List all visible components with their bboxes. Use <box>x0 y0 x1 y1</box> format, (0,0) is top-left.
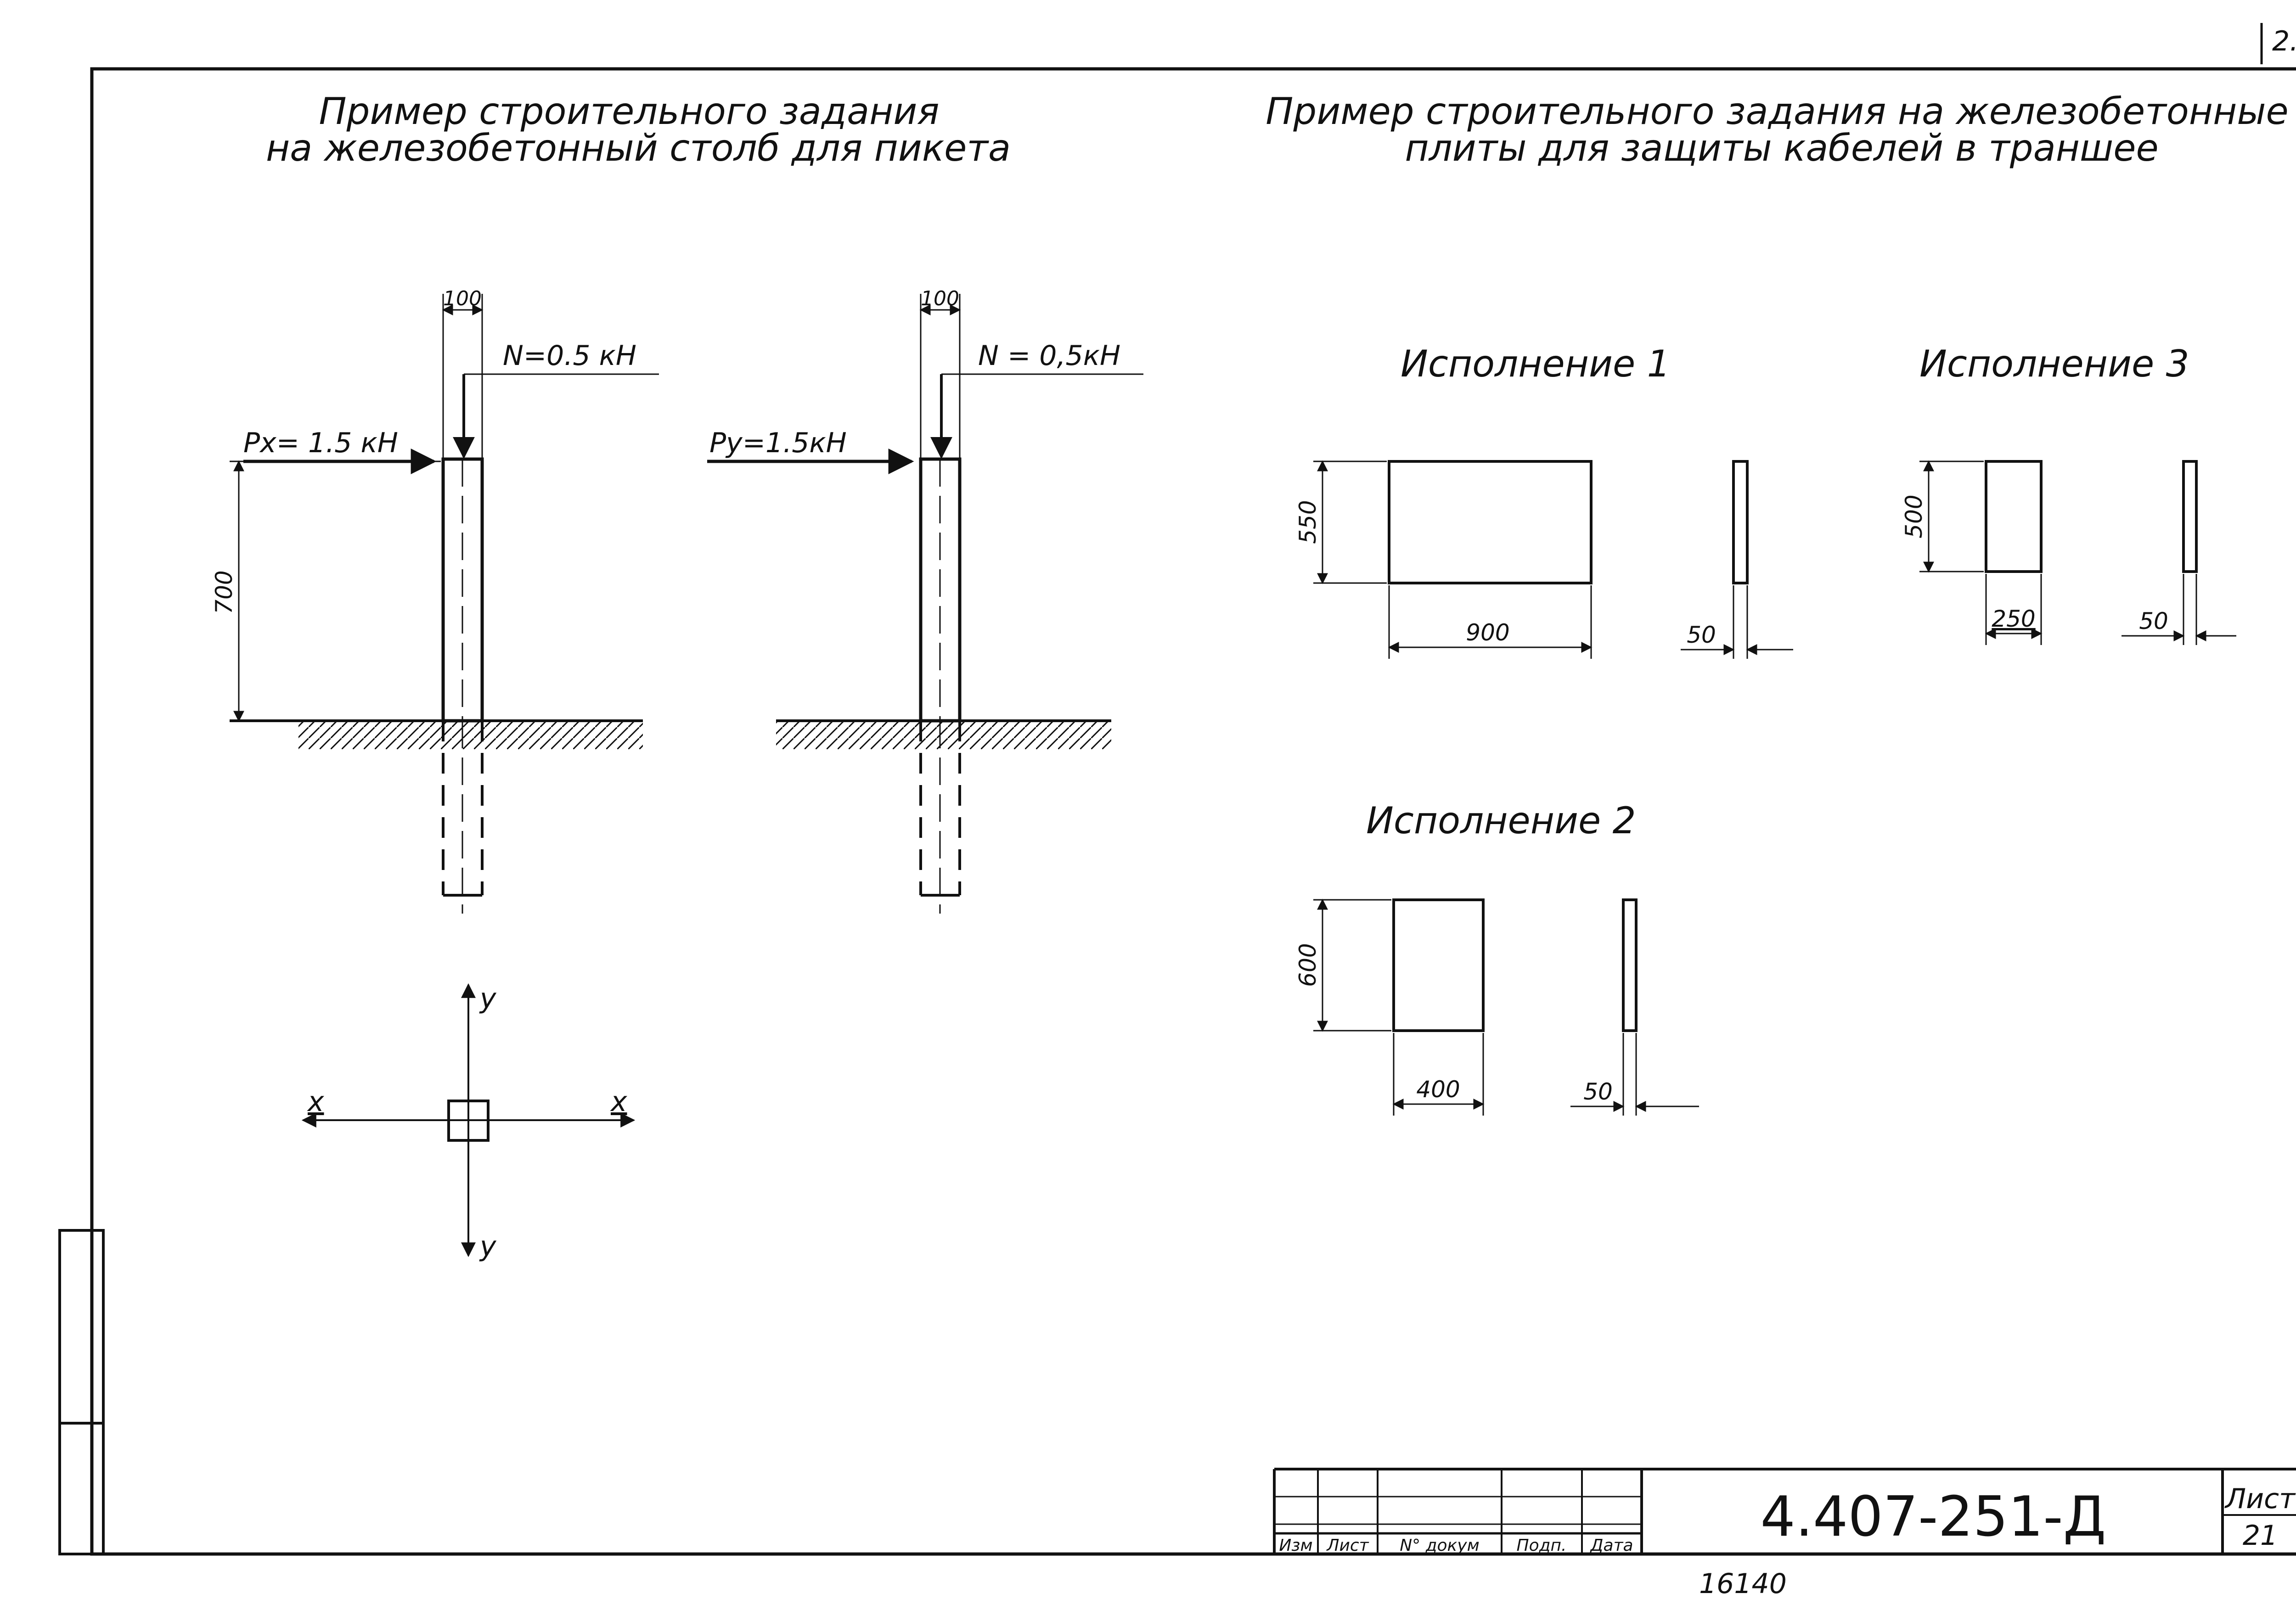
axis-y-bottom: y <box>479 1230 497 1262</box>
post-x-vertical-force: N=0.5 кН <box>503 340 636 372</box>
post-y-horizontal-force: Py=1.5кН <box>709 427 847 459</box>
post-y-diagram: 100 N = 0,5кН Py=1.5кН <box>707 287 1143 914</box>
variant-2-width-dim: 400 <box>1416 1076 1460 1103</box>
right-title: Пример строительного задания на железобе… <box>1266 90 2289 169</box>
axis-y-top: y <box>479 982 497 1015</box>
left-title-line-2: на железобетонный столб для пикета <box>266 127 1011 169</box>
corner-number: 2. <box>2272 25 2296 57</box>
variant-3-thickness-dim: 50 <box>2139 608 2168 634</box>
post-x-horizontal-force: Px= 1.5 кН <box>243 427 398 459</box>
post-x-height-dim: 700 <box>211 570 237 614</box>
right-title-line-2: плиты для защиты кабелей в траншее <box>1405 127 2158 169</box>
variant-3: Исполнение 3 500 250 50 <box>1901 342 2236 645</box>
variant-2-title: Исполнение 2 <box>1366 799 1636 842</box>
variant-1-title: Исполнение 1 <box>1401 342 1671 385</box>
variant-3-title: Исполнение 3 <box>1919 342 2189 385</box>
variant-2-thickness-dim: 50 <box>1583 1078 1613 1105</box>
left-title: Пример строительного задания на железобе… <box>266 90 1011 169</box>
title-block: Изм Лист N° докум Подп. Дата 4.407-251-Д… <box>1273 1468 2296 1600</box>
post-x-width-dim: 100 <box>443 287 482 310</box>
variant-3-height-dim: 500 <box>1901 494 1927 538</box>
stamp-col-doc-number: N° докум <box>1400 1536 1480 1555</box>
binding-strip <box>58 1229 105 1555</box>
post-y-vertical-force: N = 0,5кН <box>978 340 1120 372</box>
right-title-line-1: Пример строительного задания на железобе… <box>1266 90 2289 133</box>
axis-x-left: x <box>307 1086 324 1118</box>
variant-3-width-dim: 250 <box>1992 606 2035 632</box>
post-y-width-dim: 100 <box>921 287 959 310</box>
variant-2: Исполнение 2 600 400 50 <box>1294 799 1699 1116</box>
variant-2-height-dim: 600 <box>1294 943 1321 987</box>
sheet-label: Лист <box>2224 1483 2296 1515</box>
sheet-number: 21 <box>2243 1520 2278 1552</box>
variant-1-width-dim: 900 <box>1466 619 1509 646</box>
sheet-frame <box>90 67 2296 1556</box>
axis-diagram: x x y y <box>301 982 636 1262</box>
inventory-number: 16140 <box>1699 1568 1787 1600</box>
drawing-code: 4.407-251-Д <box>1761 1485 2106 1549</box>
stamp-col-change: Изм <box>1279 1536 1312 1555</box>
variant-1-height-dim: 550 <box>1294 500 1321 544</box>
stamp-col-sheet: Лист <box>1326 1536 1369 1555</box>
axis-x-right: x <box>610 1086 627 1118</box>
left-title-line-1: Пример строительного задания <box>319 90 939 133</box>
stamp-col-signature: Подп. <box>1517 1536 1567 1555</box>
variant-1-thickness-dim: 50 <box>1687 622 1716 648</box>
variant-1: Исполнение 1 550 900 50 <box>1294 342 1793 659</box>
post-x-diagram: 100 N=0.5 кН Px= 1.5 кН 700 <box>211 287 659 914</box>
stamp-col-date: Дата <box>1589 1536 1633 1555</box>
